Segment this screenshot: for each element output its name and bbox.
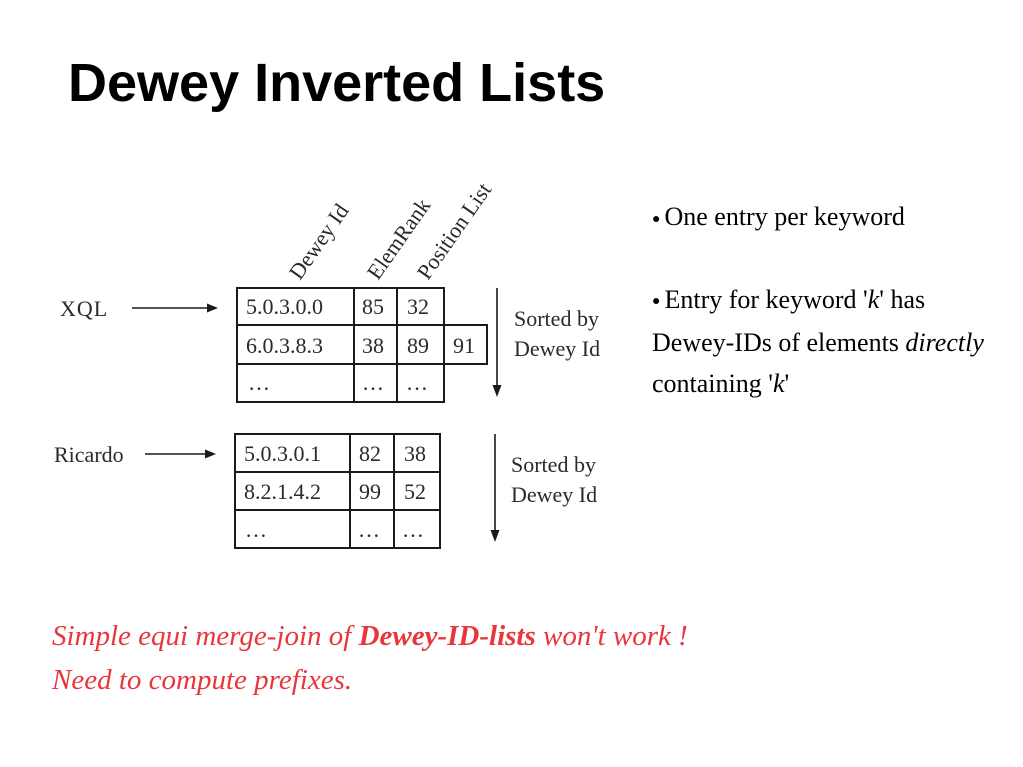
- xql-row2-dewey-id: 6.0.3.8.3: [246, 333, 323, 358]
- xql-row2-elemrank: 38: [362, 333, 384, 358]
- note-text: Simple equi merge-join of: [52, 620, 359, 652]
- bullet-text: ' has Dewey-IDs of elements: [652, 284, 926, 358]
- note-line-1: Simple equi merge-join of Dewey-ID-lists…: [52, 614, 688, 658]
- keyword-k-italic: k: [867, 284, 880, 314]
- bullet-text: containing ': [652, 369, 773, 399]
- ricardo-table-border: [234, 433, 441, 549]
- xql-overflow-cell: [443, 324, 488, 365]
- ricardo-row1-dewey-id: 5.0.3.0.1: [244, 441, 321, 466]
- column-header-dewey-id: Dewey Id: [284, 199, 354, 284]
- bullet-item-entry-for-keyword: ●Entry for keyword 'k' has Dewey-IDs of …: [652, 279, 1012, 405]
- bullet-dot-icon: ●: [652, 211, 661, 227]
- ricardo-row2-position: 52: [404, 479, 426, 504]
- inverted-lists-diagram: Dewey Id ElemRank Position List XQL Rica…: [54, 178, 600, 549]
- note-bold-term: Dewey-ID-lists: [358, 620, 536, 652]
- keyword-label-ricardo: Ricardo: [54, 442, 124, 467]
- ricardo-row3-elemrank: …: [358, 517, 380, 542]
- ricardo-row2-elemrank: 99: [359, 479, 381, 504]
- xql-row3-elemrank: …: [362, 370, 384, 395]
- xql-row1-elemrank: 85: [362, 294, 384, 319]
- ricardo-arrow-head: [205, 449, 216, 459]
- ricardo-row3-position: …: [402, 517, 424, 542]
- bullet-list: ●One entry per keyword ●Entry for keywor…: [652, 196, 1012, 404]
- xql-row3-dewey-id: …: [248, 370, 270, 395]
- xql-row2-position-2: 91: [453, 333, 475, 358]
- ricardo-row1-position: 38: [404, 441, 426, 466]
- ricardo-sorted-arrow-head: [490, 530, 500, 542]
- ricardo-row1-elemrank: 82: [359, 441, 381, 466]
- xql-row1-position: 32: [407, 294, 429, 319]
- note-line-2: Need to compute prefixes.: [52, 664, 353, 696]
- note-text: won't work !: [535, 620, 688, 652]
- xql-sorted-label-line2: Dewey Id: [514, 336, 600, 361]
- bullet-item-one-entry: ●One entry per keyword: [652, 196, 1012, 240]
- red-note: Simple equi merge-join of Dewey-ID-lists…: [52, 614, 688, 702]
- xql-sorted-arrow-head: [492, 385, 502, 397]
- ricardo-sorted-label-line2: Dewey Id: [511, 482, 597, 507]
- keyword-label-xql: XQL: [60, 296, 108, 321]
- xql-row3-position: …: [406, 370, 428, 395]
- bullet-dot-icon: ●: [652, 294, 661, 310]
- directly-italic: directly: [905, 328, 984, 358]
- bullet-text: One entry per keyword: [664, 202, 905, 231]
- xql-sorted-label-line1: Sorted by: [514, 306, 599, 331]
- ricardo-row2-dewey-id: 8.2.1.4.2: [244, 479, 321, 504]
- slide-title: Dewey Inverted Lists: [68, 53, 606, 113]
- bullet-text: ': [784, 369, 790, 399]
- xql-row2-position-1: 89: [407, 333, 429, 358]
- column-header-position-list: Position List: [412, 178, 497, 284]
- keyword-k-italic: k: [772, 369, 785, 399]
- xql-row1-dewey-id: 5.0.3.0.0: [246, 294, 323, 319]
- ricardo-row3-dewey-id: …: [245, 517, 267, 542]
- ricardo-sorted-label-line1: Sorted by: [511, 452, 596, 477]
- bullet-text: Entry for keyword ': [664, 284, 868, 314]
- xql-arrow-head: [207, 303, 218, 313]
